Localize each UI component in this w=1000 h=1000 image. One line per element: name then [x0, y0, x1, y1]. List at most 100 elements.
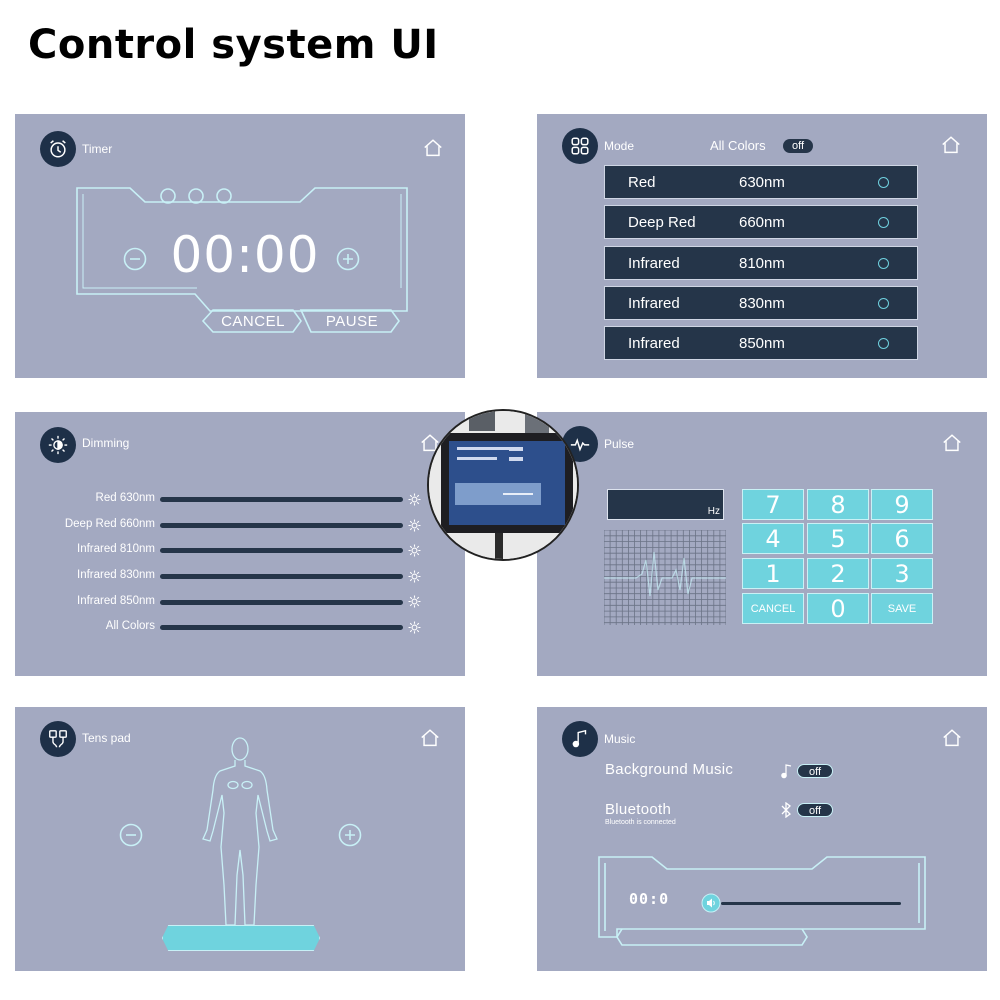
keypad-key[interactable]: 0 [807, 593, 869, 624]
timer-frame [76, 187, 408, 312]
mode-name: Infrared [628, 295, 680, 312]
bluetooth-toggle[interactable]: off [797, 803, 833, 817]
pause-button[interactable]: PAUSE [325, 313, 379, 330]
brightness-icon [408, 621, 421, 634]
music-note-icon [781, 764, 792, 779]
decrease-button[interactable] [119, 823, 143, 847]
mode-wavelength: 810nm [739, 255, 785, 272]
device-photo-image [429, 411, 577, 559]
brightness-icon [408, 544, 421, 557]
keypad-key[interactable]: 1 [742, 558, 804, 589]
brightness-icon [408, 570, 421, 583]
brightness-icon [408, 595, 421, 608]
body-outline [202, 737, 278, 926]
mode-name: Deep Red [628, 214, 696, 231]
volume-slider[interactable] [721, 902, 901, 905]
dimming-slider[interactable] [160, 574, 403, 579]
mode-wavelength: 850nm [739, 335, 785, 352]
keypad-key[interactable]: 7 [742, 489, 804, 520]
mode-wavelength: 630nm [739, 174, 785, 191]
button-frames [201, 309, 400, 333]
dimming-label: Infrared 830nm [77, 569, 155, 581]
bluetooth-label: Bluetooth [605, 801, 672, 818]
dimming-panel: Dimming Red 630nm Deep Red 660nm Infrare… [15, 412, 465, 676]
brightness-icon [40, 427, 76, 463]
increase-button[interactable] [338, 823, 362, 847]
mode-wavelength: 830nm [739, 295, 785, 312]
keypad-key[interactable]: 2 [807, 558, 869, 589]
panel-title: Mode [604, 139, 635, 153]
mode-row[interactable]: Infrared 810nm [604, 246, 918, 280]
dimming-label: Infrared 850nm [77, 595, 155, 607]
frequency-unit: Hz [707, 506, 720, 517]
mode-row[interactable]: Red 630nm [604, 165, 918, 199]
all-colors-label: All Colors [710, 138, 766, 153]
keypad-key[interactable]: 5 [807, 523, 869, 554]
home-icon[interactable] [419, 432, 441, 454]
waveform-grid [604, 530, 726, 625]
mode-panel: Mode All Colors off Red 630nm Deep Red 6… [537, 114, 987, 378]
dimming-slider[interactable] [160, 523, 403, 528]
mode-row[interactable]: Deep Red 660nm [604, 205, 918, 239]
radio-button[interactable] [878, 298, 889, 309]
dimming-label: Infrared 810nm [77, 543, 155, 555]
timer-display: 00:00 [170, 226, 320, 284]
radio-button[interactable] [878, 338, 889, 349]
bluetooth-status: Bluetooth is connected [605, 819, 676, 826]
dimming-slider[interactable] [160, 548, 403, 553]
radio-button[interactable] [878, 177, 889, 188]
player-frame [598, 856, 926, 946]
home-icon[interactable] [419, 727, 441, 749]
pulse-waveform [604, 551, 726, 597]
panel-title: Timer [82, 142, 113, 156]
home-icon[interactable] [422, 137, 444, 159]
radio-button[interactable] [878, 217, 889, 228]
music-panel: Music Background Music off Bluetooth Blu… [537, 707, 987, 971]
keypad-key[interactable]: 8 [807, 489, 869, 520]
increase-button[interactable] [336, 247, 360, 271]
frequency-input[interactable]: Hz [607, 489, 724, 520]
background-music-label: Background Music [605, 761, 734, 778]
bluetooth-icon [781, 802, 791, 818]
brightness-icon [408, 493, 421, 506]
dimming-label: Red 630nm [95, 492, 155, 504]
home-icon[interactable] [941, 727, 963, 749]
all-colors-toggle[interactable]: off [783, 139, 813, 153]
brightness-icon [408, 519, 421, 532]
mode-name: Red [628, 174, 656, 191]
grid-icon [562, 128, 598, 164]
dimming-slider[interactable] [160, 625, 403, 630]
keypad-key[interactable]: 3 [871, 558, 933, 589]
mode-row[interactable]: Infrared 830nm [604, 286, 918, 320]
pulse-panel: Pulse Hz 7 8 9 4 5 6 1 2 3 CANCEL 0 SAVE [537, 412, 987, 676]
panel-title: Tens pad [82, 731, 131, 745]
panel-title: Music [604, 732, 636, 746]
background-music-toggle[interactable]: off [797, 764, 833, 778]
home-icon[interactable] [940, 134, 962, 156]
dimming-label: All Colors [105, 620, 155, 632]
dimming-label: Deep Red 660nm [64, 518, 155, 530]
timer-panel: Timer 00:00 CANCEL PAUSE [15, 114, 465, 378]
page-title: Control system UI [28, 22, 439, 68]
tens-pad-panel: Tens pad [15, 707, 465, 971]
keypad-cancel-button[interactable]: CANCEL [742, 593, 804, 624]
mode-wavelength: 660nm [739, 214, 785, 231]
music-note-icon [562, 721, 598, 757]
mode-name: Infrared [628, 335, 680, 352]
keypad-key[interactable]: 6 [871, 523, 933, 554]
dimming-slider[interactable] [160, 600, 403, 605]
home-icon[interactable] [941, 432, 963, 454]
mode-row[interactable]: Infrared 850nm [604, 326, 918, 360]
keypad-save-button[interactable]: SAVE [871, 593, 933, 624]
dimming-slider[interactable] [160, 497, 403, 502]
mode-name: Infrared [628, 255, 680, 272]
keypad-key[interactable]: 4 [742, 523, 804, 554]
panel-title: Dimming [82, 436, 130, 450]
alarm-clock-icon [40, 131, 76, 167]
radio-button[interactable] [878, 258, 889, 269]
keypad-key[interactable]: 9 [871, 489, 933, 520]
cancel-button[interactable]: CANCEL [221, 313, 285, 330]
panel-title: Pulse [604, 437, 635, 451]
decrease-button[interactable] [123, 247, 147, 271]
volume-icon[interactable] [701, 893, 721, 913]
